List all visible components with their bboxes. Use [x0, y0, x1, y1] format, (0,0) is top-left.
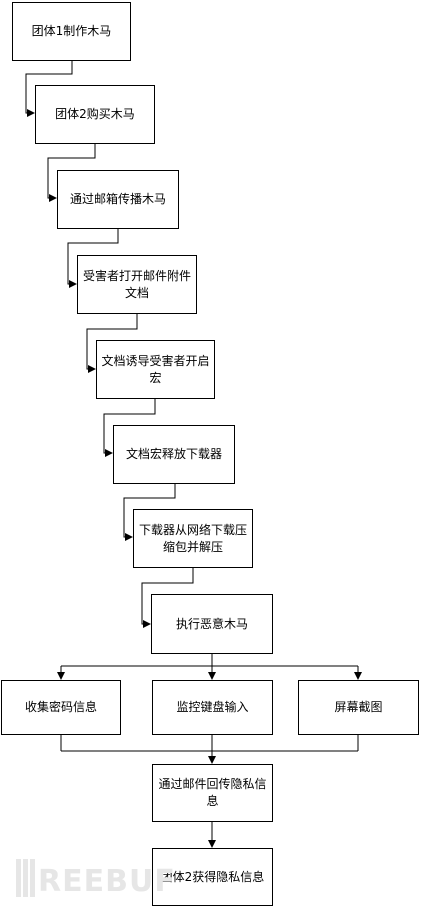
- step-monitor-keyboard: 监控键盘输入: [152, 680, 273, 735]
- step-macro-drops-downloader: 文档宏释放下载器: [113, 425, 235, 484]
- step-spread-by-email: 通过邮箱传播木马: [57, 170, 179, 229]
- step-label: 团体2获得隐私信息: [160, 869, 265, 884]
- watermark-text: REEBUF: [38, 864, 176, 899]
- step-label: 执行恶意木马: [175, 616, 248, 631]
- step-label: 屏幕截图: [334, 700, 383, 714]
- step-label: 收集密码信息: [24, 700, 97, 714]
- connector-s5-s6: [103, 399, 156, 457]
- step-victim-opens-attachment: 受害者打开邮件附件文档: [77, 255, 197, 314]
- connector-s4-s5: [86, 314, 138, 373]
- step-label: 通过邮件回传隐私信息: [158, 777, 267, 808]
- step-label: 通过邮箱传播木马: [69, 192, 166, 206]
- connector-s2-s3: [47, 144, 96, 202]
- step-download-and-extract: 下载器从网络下载压缩包并解压: [133, 509, 253, 568]
- step-collect-passwords: 收集密码信息: [1, 680, 121, 735]
- step-label: 文档宏释放下载器: [125, 447, 222, 461]
- step-email-back-data: 通过邮件回传隐私信息: [152, 764, 273, 822]
- step-group2-obtains-data: 团体2获得隐私信息: [152, 848, 273, 906]
- step-make-trojan: 团体1制作木马: [12, 2, 131, 61]
- step-label: 监控键盘输入: [176, 700, 249, 714]
- step-screenshot: 屏幕截图: [298, 680, 419, 735]
- connector-s7-s8: [141, 568, 194, 628]
- step-lure-enable-macro: 文档诱导受害者开启宏: [96, 340, 215, 399]
- connector-s1-s2: [25, 61, 73, 117]
- connector-s3-s4: [67, 229, 119, 288]
- connector-s6-s7: [123, 484, 176, 541]
- step-label: 团体2购买木马: [55, 107, 135, 121]
- step-label: 受害者打开邮件附件文档: [82, 268, 191, 300]
- step-label: 下载器从网络下载压缩包并解压: [138, 522, 247, 554]
- step-execute-trojan: 执行恶意木马: [151, 594, 273, 654]
- freebuf-logo-icon: [16, 859, 35, 897]
- step-buy-trojan: 团体2购买木马: [35, 85, 155, 144]
- step-label: 文档诱导受害者开启宏: [101, 353, 210, 385]
- step-label: 团体1制作木马: [31, 24, 112, 38]
